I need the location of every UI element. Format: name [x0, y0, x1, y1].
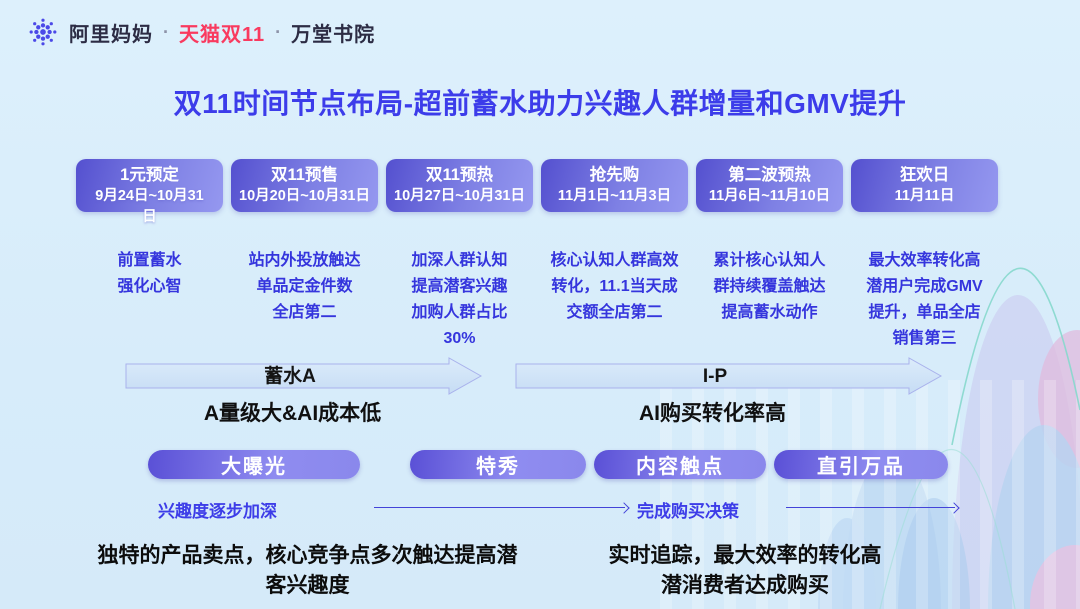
- stage-box-presale: 双11预售 10月20日~10月31日: [231, 159, 378, 212]
- stage-name: 双11预热: [426, 166, 493, 184]
- stage-description: 累计核心认知人 群持续覆盖触达 提高蓄水动作: [713, 252, 826, 321]
- flow-arrow: [786, 507, 958, 509]
- flow-label-purchase-decision: 完成购买决策: [637, 502, 739, 521]
- flow-arrow: [374, 507, 628, 509]
- stage-name: 第二波预热: [728, 166, 811, 184]
- phase-arrow-ip: I-P: [515, 357, 943, 400]
- block-arrow-shape: [515, 357, 943, 395]
- stage-box-1yuan-preorder: 1元预定 9月24日~10月31日: [76, 159, 223, 225]
- brand-separator: ·: [163, 21, 169, 42]
- stage-dates: 9月24日~10月31日: [95, 188, 204, 225]
- stage-dates: 10月27日~10月31日: [394, 188, 525, 204]
- stage-name: 抢先购: [589, 166, 640, 184]
- stage-description: 加深人群认知 提高潜客兴趣 加购人群占比 30%: [411, 252, 508, 347]
- brand-alimama: 阿里妈妈: [69, 23, 153, 46]
- brand-wantang-academy: 万堂书院: [291, 23, 376, 46]
- arrow-label: 蓄水A: [264, 366, 316, 387]
- brand-separator: ·: [275, 21, 282, 42]
- product-pill-zhiyin: 直引万品: [774, 450, 948, 479]
- stage-dates: 10月20日~10月31日: [239, 188, 370, 204]
- stage-box-warmup: 双11预热 10月27日~10月31日: [386, 159, 533, 212]
- stage-box-second-warmup: 第二波预热 11月6日~11月10日: [696, 159, 843, 212]
- page-title: 双11时间节点布局-超前蓄水助力兴趣人群增量和GMV提升: [173, 88, 907, 119]
- note-left: 独特的产品卖点，核心竞争点多次触达提高潜 客兴趣度: [97, 544, 518, 597]
- brand-tmall-double11: 天猫双11: [179, 23, 266, 46]
- stage-box-early-buy: 抢先购 11月1日~11月3日: [541, 159, 688, 212]
- stage-box-carnival-day: 狂欢日 11月11日: [851, 159, 998, 212]
- block-arrow-shape: [125, 357, 483, 395]
- timeline-stage-row: 1元预定 9月24日~10月31日 双11预售 10月20日~10月31日 双1…: [76, 159, 998, 225]
- stage-description: 核心认知人群高效 转化，11.1当天成 交额全店第二: [550, 252, 679, 321]
- stage-dates: 11月1日~11月3日: [557, 188, 672, 204]
- arrow-sublabel: AI购买转化率高: [639, 402, 786, 425]
- phase-arrow-storage-a: 蓄水A: [125, 357, 483, 400]
- stage-dates: 11月6日~11月10日: [708, 188, 831, 204]
- stage-name: 狂欢日: [899, 166, 950, 184]
- arrow-sublabel: A量级大&AI成本低: [203, 402, 382, 425]
- stage-description-row: 前置蓄水 强化心智 站内外投放触达 单品定金件数 全店第二 加深人群认知 提高潜…: [76, 248, 998, 352]
- product-pill-content-touchpoint: 内容触点: [594, 450, 766, 479]
- alimama-dots-logo-icon: [29, 18, 57, 46]
- stage-name: 双11预售: [271, 166, 338, 184]
- product-pill-texiu: 特秀: [410, 450, 586, 479]
- stage-dates: 11月11日: [894, 188, 955, 204]
- stage-name: 1元预定: [120, 166, 179, 184]
- note-right: 实时追踪，最大效率的转化高 潜消费者达成购买: [608, 544, 882, 597]
- brand-header: 阿里妈妈 · 天猫双11 · 万堂书院: [26, 15, 375, 49]
- flow-label-interest-deepening: 兴趣度逐步加深: [158, 502, 277, 521]
- stage-description: 站内外投放触达 单品定金件数 全店第二: [248, 252, 361, 321]
- stage-description: 最大效率转化高 潜用户完成GMV 提升，单品全店 销售第三: [866, 252, 983, 347]
- arrow-label: I-P: [702, 366, 728, 387]
- stage-description: 前置蓄水 强化心智: [117, 252, 182, 295]
- product-pill-exposure: 大曝光: [148, 450, 360, 479]
